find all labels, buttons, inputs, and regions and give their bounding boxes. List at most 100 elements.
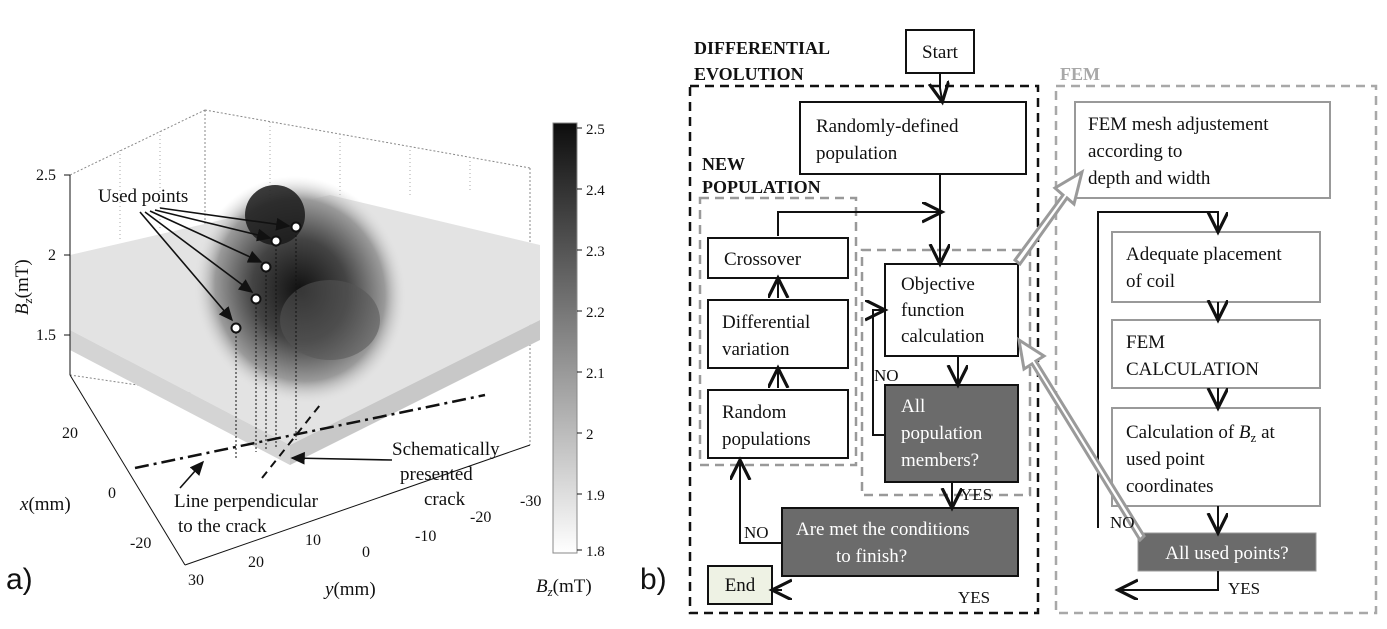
- fem-calc-line1: FEM: [1126, 332, 1165, 353]
- all-pop-line1: All: [901, 396, 925, 417]
- colorbar: [552, 122, 578, 554]
- connectors: [740, 73, 1218, 590]
- z-tick: 2.5: [36, 167, 56, 184]
- conditions-line1: Are met the conditions: [796, 519, 970, 540]
- y-tick: 0: [362, 544, 370, 561]
- fem-mesh-line2: according to: [1088, 141, 1182, 162]
- perp-label-line2: to the crack: [178, 516, 267, 537]
- crack-label-line3: crack: [424, 489, 466, 510]
- yes-label: YES: [1228, 579, 1260, 598]
- diff-var-box: [707, 299, 849, 369]
- wall-grid: [119, 122, 471, 240]
- z-ticks: [64, 174, 70, 336]
- objective-line2: function: [901, 300, 965, 321]
- no-label: NO: [744, 523, 769, 542]
- conditions-line2: to finish?: [836, 546, 907, 567]
- z-axis-label: Bz(mT): [12, 259, 35, 315]
- colorbar-tick: 2.4: [586, 183, 605, 199]
- fem-link-arrows: [1012, 168, 1146, 543]
- x-tick: -20: [130, 535, 151, 552]
- y-tick: 20: [248, 554, 264, 571]
- y-tick: 30: [188, 572, 204, 589]
- diff-var-line1: Differential: [722, 312, 810, 333]
- colorbar-tick: 1.8: [586, 544, 605, 560]
- yes-label: YES: [958, 588, 990, 607]
- colorbar-tick: 2.3: [586, 244, 605, 260]
- crack-arrow: [290, 451, 393, 465]
- used-point: [260, 261, 272, 273]
- y-tick: 10: [305, 532, 321, 549]
- crossover-box: [707, 237, 849, 279]
- crack-label-line2: presented: [400, 464, 473, 485]
- used-points: [230, 221, 302, 334]
- crack-label-line1: Schematically: [392, 439, 500, 460]
- base-axes: [69, 175, 531, 566]
- diff-var-line2: variation: [722, 339, 790, 360]
- panel-b-letter: b): [640, 563, 667, 596]
- end-box: [707, 565, 773, 605]
- newpop-title-line1: NEW: [702, 154, 745, 174]
- used-points-label: Used points: [98, 186, 188, 207]
- random-pop-line2: populations: [722, 429, 811, 450]
- colorbar-label: Bz(mT): [536, 576, 592, 599]
- y-tick: -10: [415, 528, 436, 545]
- x-tick: 0: [108, 485, 116, 502]
- perpendicular-line: [134, 393, 486, 470]
- fem-mesh-line3: depth and width: [1088, 168, 1211, 189]
- crossover-label: Crossover: [724, 249, 802, 270]
- all-pop-line2: population: [901, 423, 983, 444]
- calc-bz-line2: used point: [1126, 449, 1205, 470]
- x-tick: 20: [62, 425, 78, 442]
- random-defined-line2: population: [816, 143, 898, 164]
- end-label: End: [725, 575, 756, 596]
- start-label: Start: [922, 42, 959, 63]
- all-pop-line3: members?: [901, 450, 979, 471]
- perp-arrow: [179, 460, 205, 489]
- start-box: [905, 29, 975, 74]
- de-title-line1: DIFFERENTIAL: [694, 38, 830, 58]
- fem-title: FEM: [1060, 64, 1100, 84]
- x-axis-label: x(mm): [19, 494, 71, 515]
- fem-calc-line2: CALCULATION: [1126, 359, 1259, 380]
- colorbar-tick: 2: [586, 427, 594, 443]
- colorbar-tick: 2.1: [586, 366, 605, 382]
- colorbar-tick: 2.2: [586, 305, 605, 321]
- calc-bz-line1: Calculation of Bz at: [1126, 422, 1275, 445]
- objective-line1: Objective: [901, 274, 975, 295]
- newpop-container: [698, 196, 858, 467]
- used-points-arrows: [139, 207, 291, 322]
- objective-line3: calculation: [901, 326, 985, 347]
- crack-line: [261, 404, 321, 479]
- coil-line2: of coil: [1126, 271, 1175, 292]
- random-defined-line1: Randomly-defined: [816, 116, 959, 137]
- y-axis-label: y(mm): [323, 579, 376, 600]
- colorbar-tick: 1.9: [586, 488, 605, 504]
- newpop-title-line2: POPULATION: [702, 177, 821, 197]
- surface-plot: 2.5 2 1.5 Bz(mT) 20 0 -20 x(mm) 30 20 10…: [12, 109, 605, 600]
- random-pop-line1: Random: [722, 402, 787, 423]
- perp-label-line1: Line perpendicular: [174, 491, 319, 512]
- objective-box: [884, 263, 1019, 357]
- used-point: [290, 221, 302, 233]
- drop-lines: [235, 227, 297, 458]
- panel-a-letter: a): [6, 563, 33, 596]
- yes-label: YES: [960, 485, 992, 504]
- colorbar-tick: 2.5: [586, 122, 605, 138]
- colorbar-ticks: [577, 127, 582, 551]
- no-label: NO: [874, 366, 899, 385]
- coil-box: [1111, 231, 1321, 303]
- y-tick: -30: [520, 493, 541, 510]
- all-used-points-label: All used points?: [1165, 543, 1289, 564]
- random-pop-box: [707, 389, 849, 459]
- y-tick: -20: [470, 509, 491, 526]
- fem-mesh-line1: FEM mesh adjustement: [1088, 114, 1269, 135]
- z-tick: 2: [48, 247, 56, 264]
- conditions-box: [781, 507, 1019, 577]
- z-tick: 1.5: [36, 327, 56, 344]
- used-point: [230, 322, 242, 334]
- calc-bz-line3: coordinates: [1126, 476, 1214, 497]
- used-point: [250, 293, 262, 305]
- de-container: [688, 84, 1040, 615]
- no-label: NO: [1110, 513, 1135, 532]
- random-defined-box: [799, 101, 1027, 175]
